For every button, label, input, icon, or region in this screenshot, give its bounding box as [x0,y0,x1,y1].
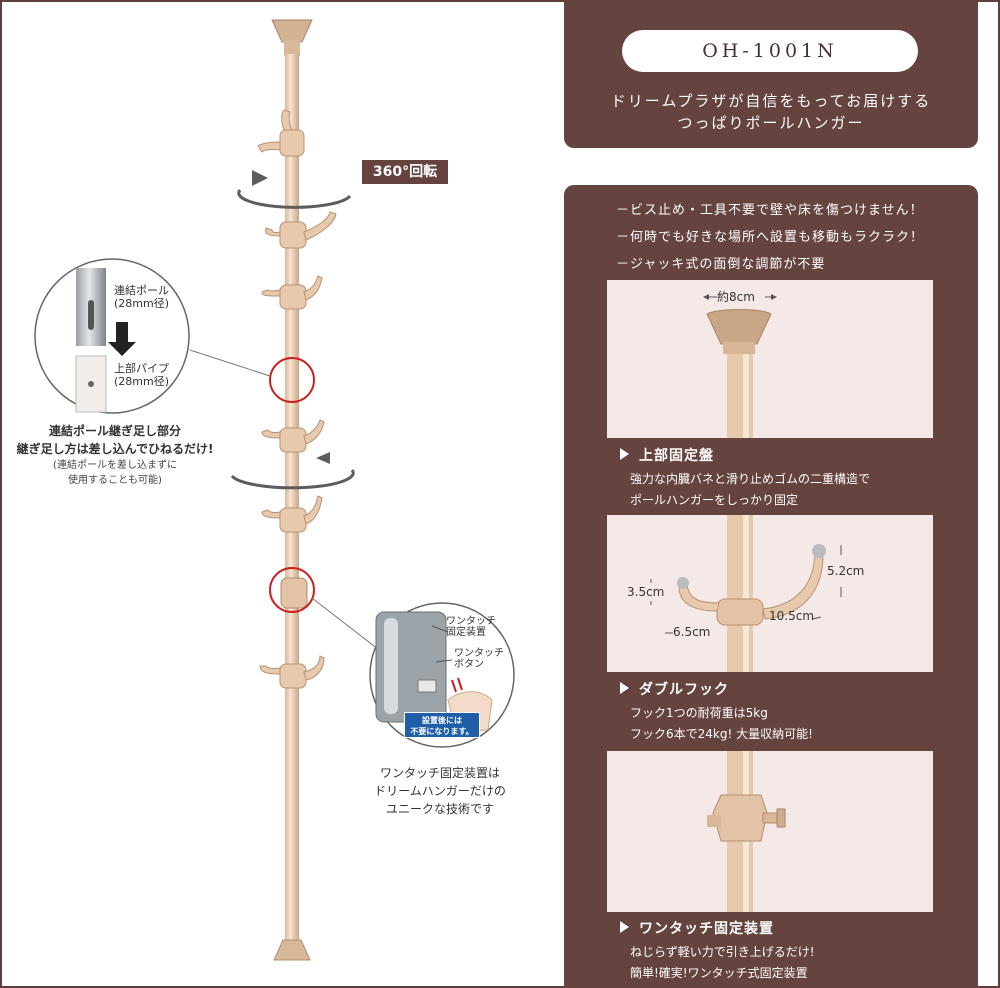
model-number: OH-1001N [622,30,918,72]
section-desc-one-touch-lock: ねじらず軽い力で引き上げるだけ! 簡単!確実!ワンタッチ式固定装置 [630,945,815,980]
rotation-arrow-top [237,189,352,209]
pole-shaft [285,54,299,944]
lock-device-shine [384,618,398,714]
lock-caption: ワンタッチ固定装置は ドリームハンガーだけの ユニークな技術です [374,766,506,816]
play-triangle-icon [620,921,629,933]
photo-one-touch-lock [607,751,933,912]
section-title-one-touch-lock: ワンタッチ固定装置 [620,918,774,938]
feature-item: －ビス止め・工具不要で壁や床を傷つけません！ [616,203,924,218]
top-cap [271,19,313,43]
lock-device-label: ワンタッチ 固定装置 [446,616,496,638]
tagline: ドリームプラザが自信をもってお届けする つっぱりポールハンガー [610,92,932,132]
photo-one-touch-lock-image [607,751,933,912]
joint-pole-label: 連結ポール (28mm径) [114,284,170,310]
photo-double-hook: 3.5cm 5.2cm 6.5cm 10.5cm [607,515,933,672]
lock-device-button [417,679,437,693]
dim-hook-right-length: 10.5cm [769,609,815,623]
joint-callout-bubble [34,258,190,414]
joint-pipe-hole [88,381,94,387]
hook-unit-5 [261,495,323,533]
section-desc-double-hook: フック1つの耐荷重は5kg フック6本で24kg! 大量収納可能! [630,706,813,741]
lock-collar [280,577,308,609]
dim-hook-left-length: 6.5cm [673,625,711,639]
features-panel: －ビス止め・工具不要で壁や床を傷つけません！ －何時でも好きな場所へ設置も移動も… [564,185,978,988]
dim-hook-left-height: 3.5cm [627,585,665,599]
hook-unit-1 [257,109,305,157]
photo-double-hook-image [607,515,933,672]
pole-illustration [34,19,515,961]
play-triangle-icon [620,682,629,694]
section-desc-top-cap: 強力な内臓バネと滑り止めゴムの二重構造で ポールハンガーをしっかり固定 [630,472,871,507]
dim-hook-right-height: 5.2cm [827,564,865,578]
photo-top-cap-image [607,280,933,438]
play-triangle-icon [620,448,629,460]
hook-unit-4 [261,419,325,453]
photo-top-cap: 約8cm [607,280,933,438]
rotation-arrow-bottom-head [316,452,330,464]
rotation-badge: 360°回転 [362,160,448,184]
bottom-base [273,939,311,961]
rotation-arrow-bottom [230,469,355,490]
feature-list: －ビス止め・工具不要で壁や床を傷つけません！ －何時でも好きな場所へ設置も移動も… [616,197,924,278]
joint-note: (連結ポールを差し込まずに 使用することも可能) [53,460,177,486]
lock-note-badge: 設置後には 不要になります。 [404,712,480,738]
joint-pipe-label: 上部パイプ (28mm径) [114,362,170,388]
joint-down-arrow [108,322,136,356]
lock-highlight-circle [269,567,315,613]
joint-pole-slot [88,300,94,330]
hook-unit-6 [259,655,325,689]
feature-item: －何時でも好きな場所へ設置も移動もラクラク！ [616,230,925,245]
hook-unit-2 [265,211,337,249]
lock-button-label: ワンタッチ ボタン [454,648,504,670]
top-neck [284,40,300,56]
hook-unit-3 [261,275,323,310]
section-title-double-hook: ダブルフック [620,679,729,699]
joint-caption: 連結ポール継ぎ足し部分 継ぎ足し方は差し込んでひねるだけ! [16,424,214,456]
header-panel: OH-1001N ドリームプラザが自信をもってお届けする つっぱりポールハンガー [564,0,978,148]
feature-item: －ジャッキ式の面倒な調節が不要 [616,257,826,272]
section-title-top-cap: 上部固定盤 [620,445,714,465]
rotation-arrow-top-head [252,170,268,186]
joint-callout-line [189,349,271,377]
joint-highlight-circle [269,357,315,403]
dim-top-width: 約8cm [717,290,755,304]
